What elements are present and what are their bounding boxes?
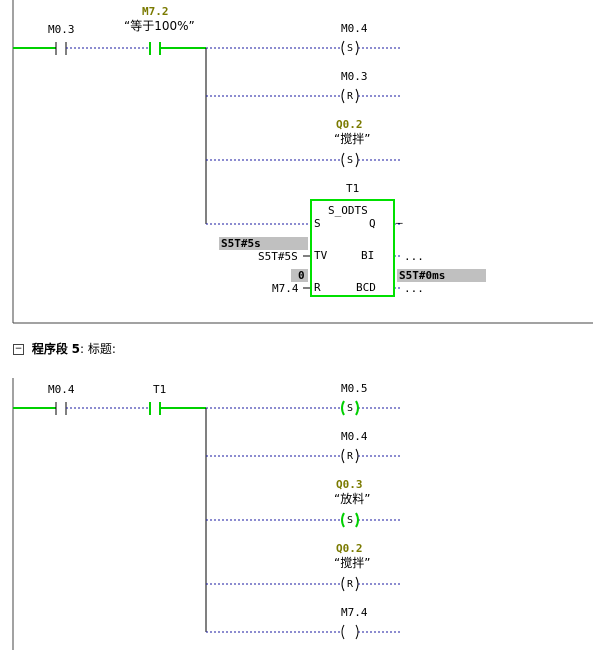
timer-pin-q: Q — [369, 217, 376, 230]
coil-m74[interactable] — [341, 624, 359, 640]
coil-q03-address[interactable]: Q0.3 — [336, 478, 363, 491]
bcd-value-highlight — [397, 269, 486, 282]
coil-set-m04[interactable] — [341, 40, 359, 56]
coil-m05-address[interactable]: M0.5 — [341, 382, 368, 395]
coil-q02-symbol: “搅拌” — [334, 132, 371, 146]
contact-t1-address[interactable]: T1 — [153, 383, 167, 396]
timer-r-param[interactable]: M7.4 — [272, 282, 299, 295]
collapse-toggle-icon[interactable]: − — [13, 344, 24, 355]
coil-reset-m04[interactable] — [341, 448, 359, 464]
coil-m03-address[interactable]: M0.3 — [341, 70, 368, 83]
tv-value-highlight — [219, 237, 308, 250]
timer-name[interactable]: T1 — [346, 182, 360, 195]
coil-q02-reset-type: R — [347, 579, 354, 590]
coil-set-m05[interactable] — [341, 400, 359, 416]
timer-pin-bcd: BCD — [356, 281, 376, 294]
coil-q03-type: S — [347, 515, 354, 526]
timer-box[interactable] — [310, 199, 395, 297]
rung-net5 — [13, 402, 400, 633]
timer-tv-monitor-value: S5T#5s — [221, 237, 261, 250]
timer-tv-param[interactable]: S5T#5S — [258, 250, 298, 263]
coil-q02-reset-symbol: “搅拌” — [334, 556, 371, 570]
coil-m04-reset-type: R — [347, 451, 354, 462]
timer-pin-tv: TV — [314, 249, 328, 262]
timer-pin-s: S — [314, 217, 321, 230]
timer-r-monitor-value: 0 — [298, 269, 305, 282]
contact-m03-address[interactable]: M0.3 — [48, 23, 75, 36]
timer-bcd-monitor-value: S5T#0ms — [399, 269, 446, 282]
coil-m03-type: R — [347, 91, 354, 102]
contact-m72-address[interactable]: M7.2 — [142, 5, 169, 18]
coil-m04-type: S — [347, 43, 354, 54]
coil-q02-reset-address[interactable]: Q0.2 — [336, 542, 363, 555]
timer-q-output[interactable]: – — [396, 216, 403, 229]
coil-q03-symbol: “放料” — [334, 492, 371, 506]
coil-m05-type: S — [347, 403, 354, 414]
coil-m04-reset-address[interactable]: M0.4 — [341, 430, 368, 443]
timer-function: S_ODTS — [328, 204, 368, 217]
timer-pin-bi: BI — [361, 249, 375, 262]
contact-m72-symbol: “等于100%” — [124, 19, 195, 33]
timer-pin-r: R — [314, 281, 321, 294]
network5-title: : 标题: — [80, 342, 116, 356]
rung-net4 — [13, 42, 402, 289]
coil-reset-m03[interactable] — [341, 88, 359, 104]
coil-set-q03[interactable] — [341, 512, 359, 528]
network5-number: 5 — [71, 342, 81, 356]
coil-m74-address[interactable]: M7.4 — [341, 606, 368, 619]
r-value-highlight — [291, 269, 308, 282]
coil-reset-q02[interactable] — [341, 576, 359, 592]
coil-m04-address[interactable]: M0.4 — [341, 22, 368, 35]
contact-m04-address[interactable]: M0.4 — [48, 383, 75, 396]
coil-q02-type: S — [347, 155, 354, 166]
timer-bi-output[interactable]: ... — [404, 250, 424, 263]
timer-bcd-output[interactable]: ... — [404, 282, 424, 295]
coil-set-q02[interactable] — [341, 152, 359, 168]
network5-prefix: 程序段 — [31, 342, 68, 356]
network5-header[interactable]: − 程序段 5: 标题: — [13, 340, 116, 357]
coil-q02-address[interactable]: Q0.2 — [336, 118, 363, 131]
